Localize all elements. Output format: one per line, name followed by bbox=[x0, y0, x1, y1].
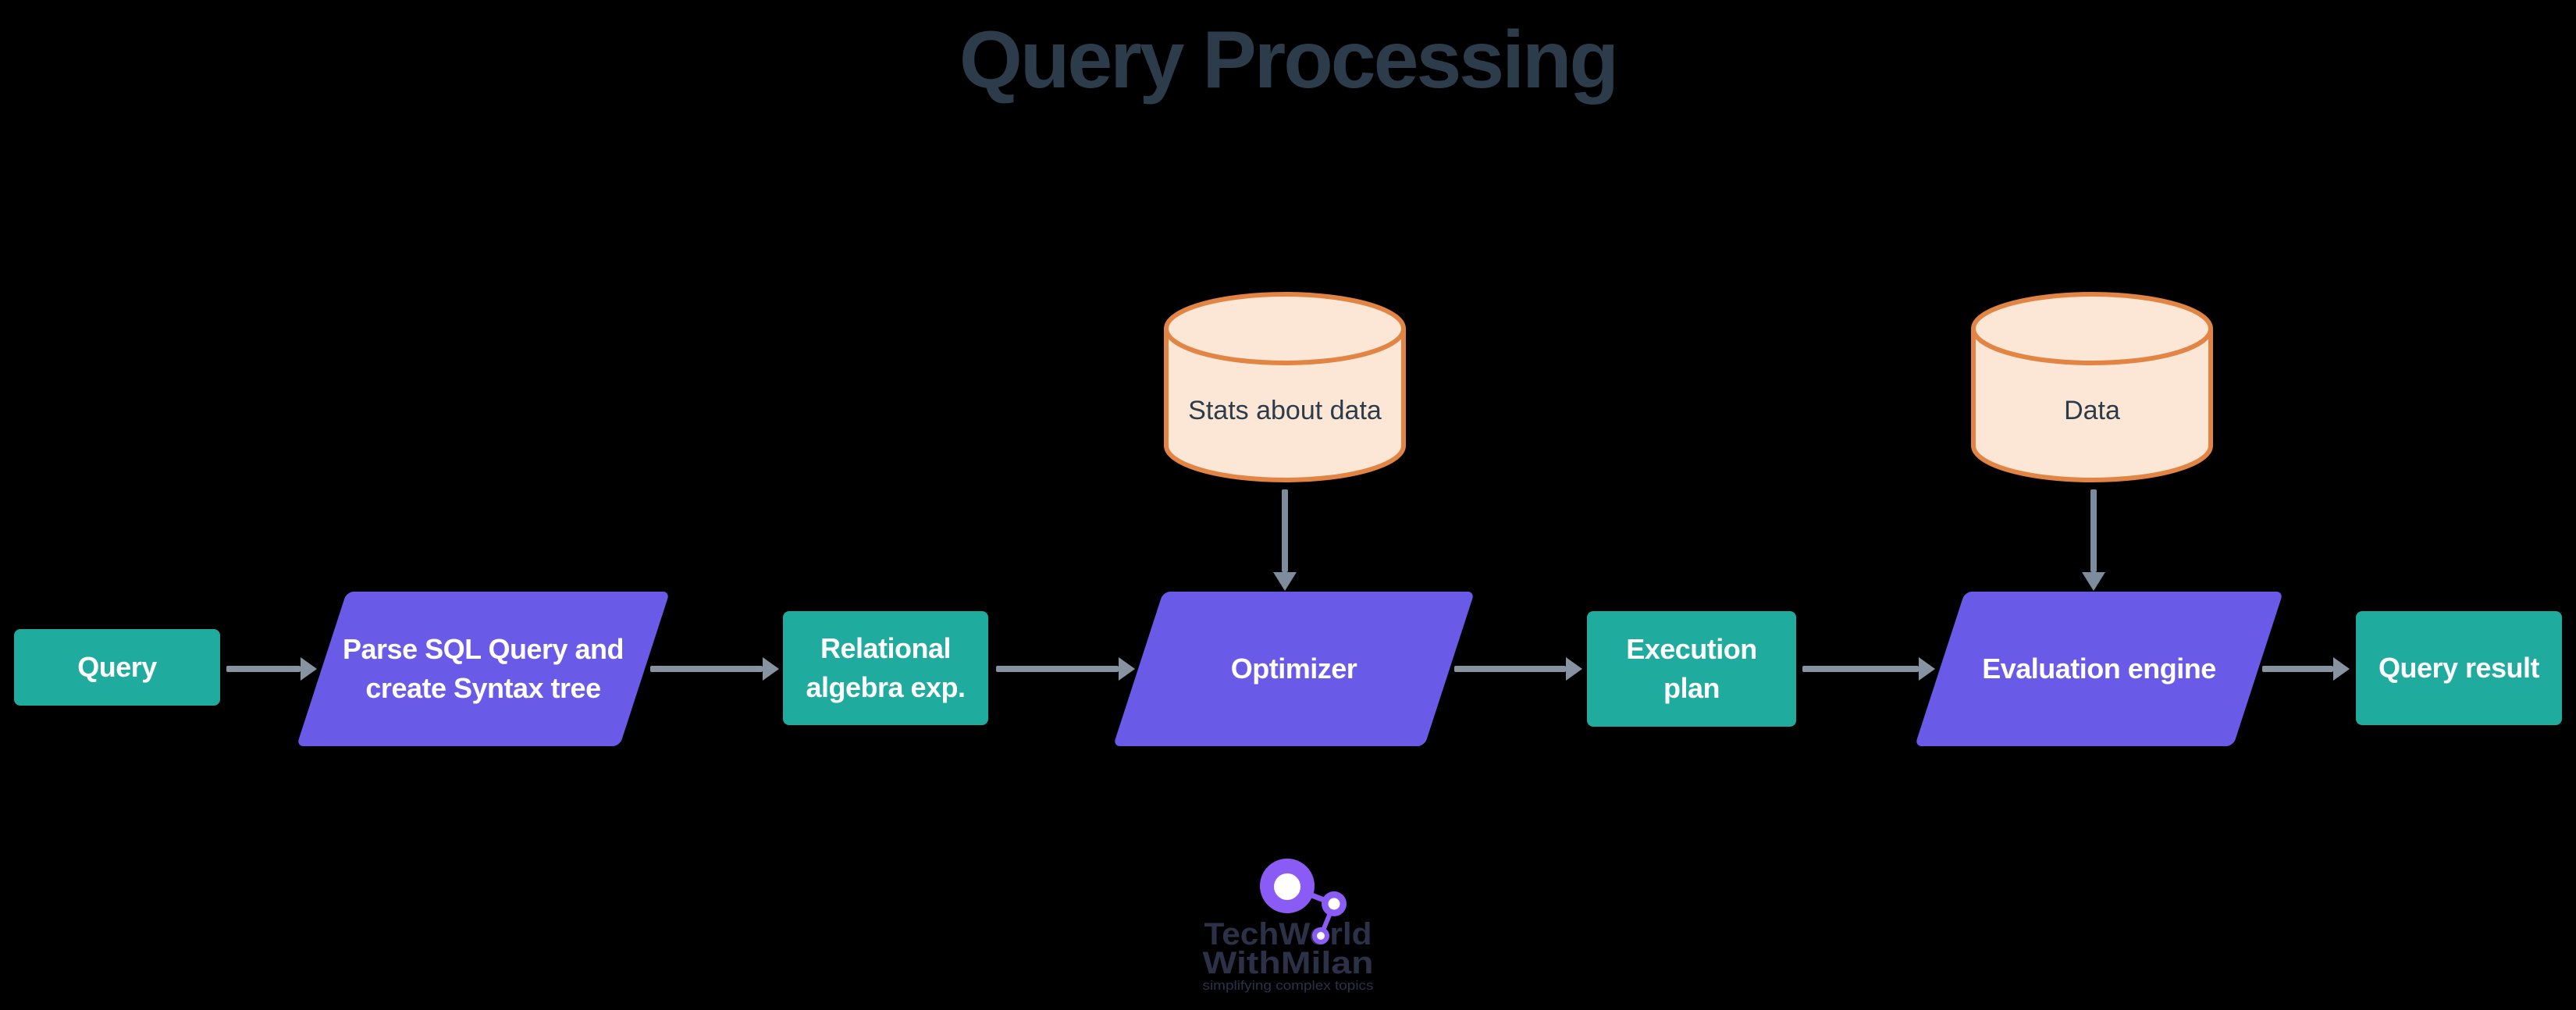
arrow-shaft bbox=[2090, 489, 2097, 572]
arrow-head-icon bbox=[1919, 657, 1935, 681]
node-label-line: create Syntax tree bbox=[365, 672, 601, 704]
arrow-data-to-evaluation-engine bbox=[2081, 489, 2106, 591]
diagram-title: Query Processing bbox=[959, 15, 1619, 105]
database-cylinder-icon bbox=[1164, 292, 1406, 482]
arrow-head-icon bbox=[1566, 657, 1582, 681]
node-label-line: Execution bbox=[1626, 633, 1757, 665]
node-query-result: Query result bbox=[2356, 611, 2562, 725]
node-evaluation-engine: Evaluation engine bbox=[1914, 592, 2284, 746]
node-label-line: algebra exp. bbox=[806, 671, 966, 703]
node-label: Query result bbox=[2378, 652, 2540, 684]
arrow-shaft bbox=[650, 666, 763, 672]
arrow-head-icon bbox=[2333, 657, 2350, 681]
arrow-shaft bbox=[226, 666, 301, 672]
arrow-execution-plan-to-evaluation-engine bbox=[1802, 656, 1935, 681]
arrow-parse-to-relational bbox=[650, 656, 779, 681]
node-parse-sql-query: Parse SQL Query and create Syntax tree bbox=[296, 592, 671, 746]
techworld-withmilan-logo: TechWorld WithMilan simplifying complex … bbox=[1171, 855, 1405, 995]
node-label-line: Relational bbox=[820, 632, 952, 664]
node-relational-algebra-exp: Relational algebra exp. bbox=[783, 611, 988, 725]
node-label-line: plan bbox=[1663, 672, 1720, 704]
arrow-stats-to-optimizer bbox=[1272, 489, 1297, 591]
node-label: Evaluation engine bbox=[1982, 653, 2216, 685]
database-cylinder-icon bbox=[1971, 292, 2213, 482]
node-label: Query bbox=[77, 651, 157, 683]
node-query: Query bbox=[14, 629, 220, 706]
arrow-shaft bbox=[1282, 489, 1288, 572]
logo-tagline: simplifying complex topics bbox=[1203, 979, 1374, 993]
arrow-evaluation-engine-to-query-result bbox=[2262, 656, 2350, 681]
datastore-label: Data bbox=[2064, 396, 2120, 425]
node-optimizer: Optimizer bbox=[1112, 592, 1475, 746]
arrow-head-icon bbox=[1273, 572, 1297, 591]
arrow-shaft bbox=[1802, 666, 1919, 672]
arrow-head-icon bbox=[2082, 572, 2105, 591]
arrow-optimizer-to-execution-plan bbox=[1454, 656, 1582, 681]
datastore-stats-about-data: Stats about data bbox=[1162, 290, 1408, 485]
molecule-logo-icon: TechWorld WithMilan simplifying complex … bbox=[1203, 859, 1374, 993]
arrow-relational-to-optimizer bbox=[996, 656, 1135, 681]
node-execution-plan: Execution plan bbox=[1587, 611, 1796, 727]
node-label-line: Parse SQL Query and bbox=[343, 633, 624, 665]
datastore-label: Stats about data bbox=[1188, 396, 1382, 425]
datastore-data: Data bbox=[1969, 290, 2215, 485]
arrow-shaft bbox=[1454, 666, 1566, 672]
node-label: Optimizer bbox=[1230, 653, 1357, 685]
arrow-head-icon bbox=[1119, 657, 1135, 681]
arrow-query-to-parse bbox=[226, 656, 317, 681]
arrow-shaft bbox=[996, 666, 1119, 672]
arrow-head-icon bbox=[763, 657, 779, 681]
logo-line1: TechWorld bbox=[1204, 917, 1372, 951]
arrow-shaft bbox=[2262, 666, 2333, 672]
arrow-head-icon bbox=[301, 657, 317, 681]
logo-line2: WithMilan bbox=[1203, 946, 1374, 980]
